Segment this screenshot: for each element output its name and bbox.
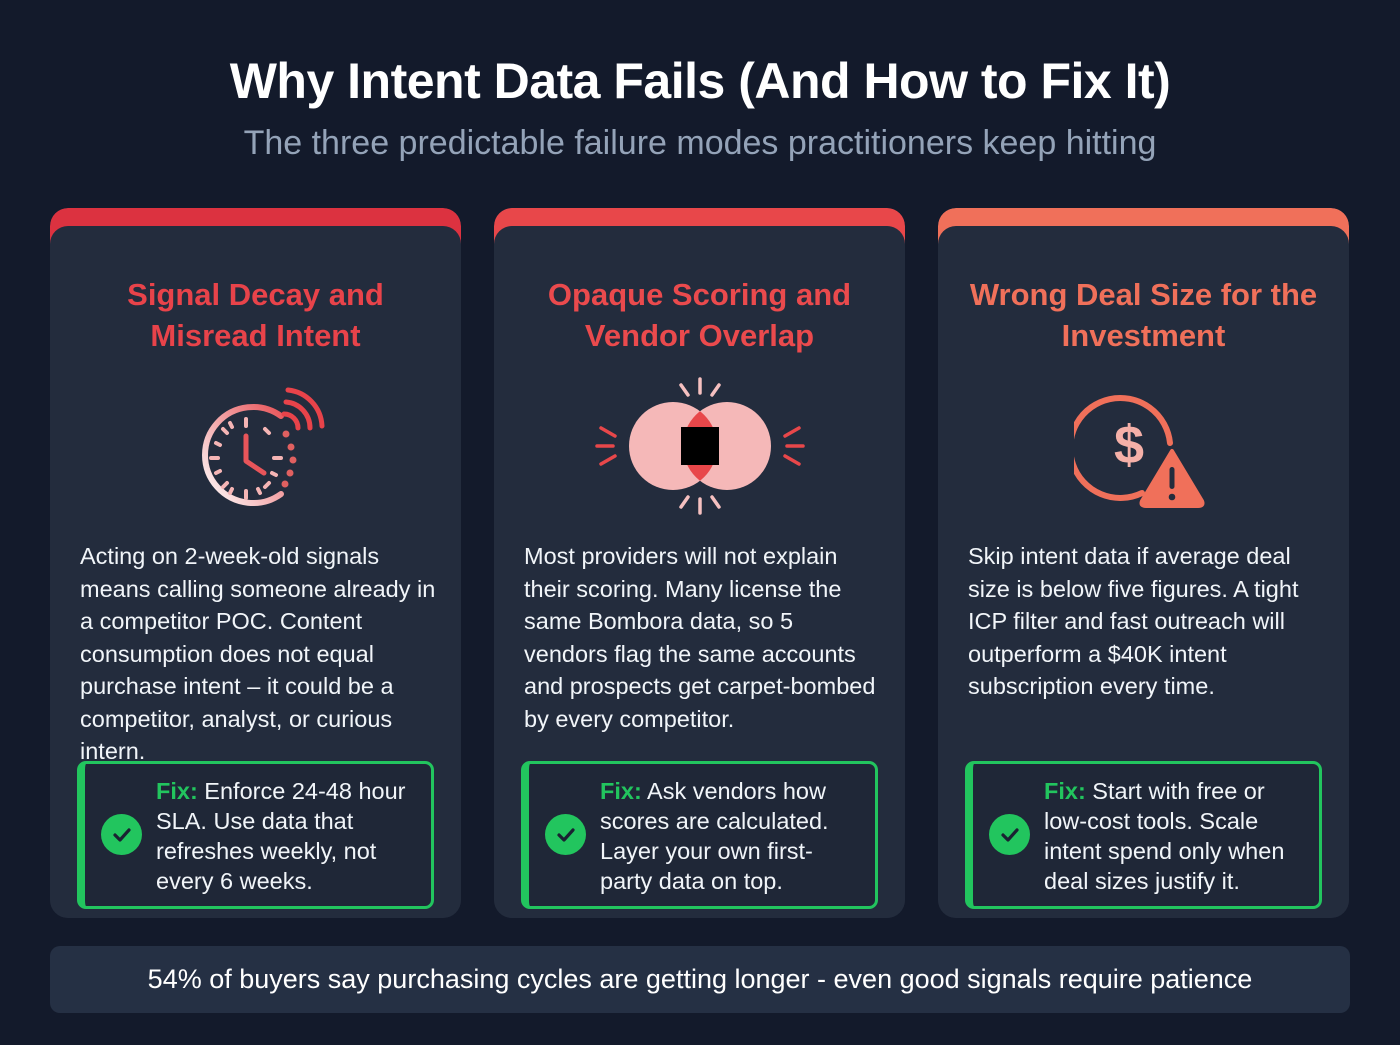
fix-text: Fix: Start with free or low-cost tools. … <box>1044 776 1307 896</box>
checkmark-icon <box>989 814 1030 855</box>
card-description: Acting on 2-week-old signals means calli… <box>80 543 436 764</box>
footer-banner: 54% of buyers say purchasing cycles are … <box>50 946 1350 1013</box>
card-signal-decay: Signal Decay and Misread Intent <box>50 208 461 918</box>
fix-label: Fix: <box>600 778 642 804</box>
card-opaque-scoring: Opaque Scoring and Vendor Overlap <box>494 208 905 918</box>
card-body: Wrong Deal Size for the Investment $ Ski… <box>938 226 1349 918</box>
card-description: Skip intent data if average deal size is… <box>968 543 1299 699</box>
fix-text: Fix: Enforce 24-48 hour SLA. Use data th… <box>156 776 419 896</box>
fix-body: Ask vendors how scores are calculated. L… <box>600 778 829 894</box>
fix-callout: Fix: Ask vendors how scores are calculat… <box>521 761 878 909</box>
fix-callout: Fix: Enforce 24-48 hour SLA. Use data th… <box>77 761 434 909</box>
card-description: Most providers will not explain their sc… <box>524 543 876 732</box>
card-title: Wrong Deal Size for the Investment <box>969 277 1318 353</box>
checkmark-icon <box>101 814 142 855</box>
fix-label: Fix: <box>156 778 198 804</box>
page-title: Why Intent Data Fails (And How to Fix It… <box>229 53 1171 109</box>
clock-signal-icon <box>50 371 461 521</box>
page-subtitle: The three predictable failure modes prac… <box>243 124 1157 162</box>
card-wrong-deal-size: Wrong Deal Size for the Investment $ Ski… <box>938 208 1349 918</box>
fix-body: Start with free or low-cost tools. Scale… <box>1044 778 1285 894</box>
card-title: Opaque Scoring and Vendor Overlap <box>547 277 852 353</box>
venn-overlap-icon <box>494 371 905 521</box>
svg-text:$: $ <box>1113 415 1143 475</box>
dollar-warning-icon: $ <box>938 371 1349 521</box>
footer-text: 54% of buyers say purchasing cycles are … <box>147 964 1253 994</box>
fix-body: Enforce 24-48 hour SLA. Use data that re… <box>156 778 406 894</box>
card-body: Opaque Scoring and Vendor Overlap <box>494 226 905 918</box>
fix-text: Fix: Ask vendors how scores are calculat… <box>600 776 863 896</box>
card-body: Signal Decay and Misread Intent <box>50 226 461 918</box>
fix-label: Fix: <box>1044 778 1086 804</box>
card-title: Signal Decay and Misread Intent <box>127 277 384 353</box>
checkmark-icon <box>545 814 586 855</box>
fix-callout: Fix: Start with free or low-cost tools. … <box>965 761 1322 909</box>
